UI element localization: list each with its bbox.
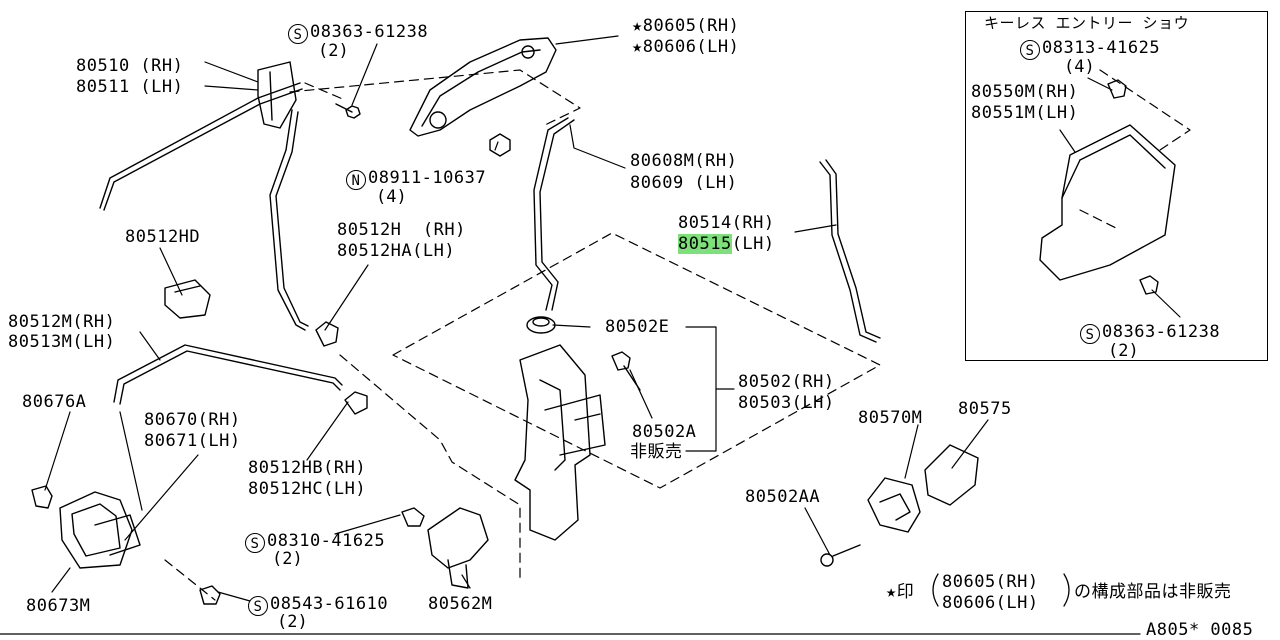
- screw-08543: [199, 585, 221, 605]
- label-80673m: 80673M: [26, 596, 91, 616]
- label-80562m: 80562M: [428, 594, 493, 614]
- star-icon: ★: [632, 37, 643, 57]
- inside-handle: [409, 37, 557, 157]
- rod-80608m: [533, 117, 575, 311]
- label-80513m: 80513M(LH): [8, 332, 116, 352]
- label-08310-qty: (2): [272, 549, 303, 569]
- label-80608m: 80608M(RH): [630, 151, 738, 171]
- label-08363-top-num: 08363-61238: [310, 22, 429, 42]
- label-80512hc: 80512HC(LH): [248, 479, 367, 499]
- label-80605: ★80605(RH): [632, 16, 739, 36]
- s-circle-icon: S: [248, 596, 268, 616]
- rod-80510: [99, 61, 303, 211]
- label-80676a: 80676A: [22, 392, 87, 412]
- label-80671: 80671(LH): [144, 431, 241, 451]
- n-circle-icon: N: [346, 170, 366, 190]
- label-08363-inset-num: 08363-61238: [1102, 322, 1221, 342]
- highlighted-part-80515[interactable]: 80515: [678, 234, 732, 254]
- label-80550m: 80550M(RH): [971, 82, 1079, 102]
- label-80512hd: 80512HD: [125, 227, 201, 247]
- label-80510: 80510 (RH): [76, 56, 184, 76]
- s-circle-icon: S: [288, 24, 308, 44]
- label-80512hb: 80512HB(RH): [248, 458, 367, 478]
- inset-title: キーレス エントリー ショウ: [984, 14, 1190, 32]
- s-circle-icon: S: [245, 533, 265, 553]
- assembly-dashed-outline: [164, 69, 1191, 601]
- label-80606-num: 80606(LH): [642, 37, 740, 57]
- label-80502a: 80502A: [632, 422, 697, 442]
- clip-80512hb: [344, 391, 368, 415]
- label-80515: 80515(LH): [678, 234, 775, 254]
- label-80575: 80575: [958, 399, 1012, 419]
- clip-80512hd: [164, 279, 211, 319]
- label-80502aa: 80502AA: [745, 487, 821, 507]
- note-part-a: 80605(RH): [942, 572, 1039, 592]
- rod-80514: [819, 159, 881, 343]
- rod-80512h: [269, 109, 309, 331]
- label-80606: ★80606(LH): [632, 37, 739, 57]
- label-80512h: 80512H (RH): [337, 220, 466, 240]
- label-80512ha: 80512HA(LH): [337, 241, 456, 261]
- outside-handle: [59, 491, 141, 569]
- clip-80512h: [315, 321, 339, 347]
- label-hihanbai: 非販売: [630, 442, 683, 462]
- label-80551m: 80551M(LH): [971, 103, 1079, 123]
- label-80670: 80670(RH): [144, 410, 241, 430]
- screw-80502aa: [820, 544, 861, 567]
- label-80502: 80502(RH): [738, 372, 835, 392]
- keyless-unit: [1039, 79, 1176, 295]
- label-08543-num: 08543-61610: [270, 594, 389, 614]
- label-80502e: 80502E: [605, 317, 670, 337]
- label-08310-num: 08310-41625: [267, 531, 386, 551]
- rod-80512m: [113, 344, 343, 405]
- label-80605-num: 80605(RH): [642, 16, 740, 36]
- actuator-80562m: [401, 507, 489, 589]
- label-08363-top-qty: (2): [318, 41, 349, 61]
- note-brackets: [932, 573, 1070, 607]
- s-circle-icon: S: [1080, 324, 1100, 344]
- label-80503: 80503(LH): [738, 393, 835, 413]
- shim-80575: [924, 444, 979, 506]
- note-part-b: 80606(LH): [942, 593, 1039, 613]
- leader-lines: [44, 35, 1181, 602]
- label-08543-qty: (2): [277, 612, 308, 632]
- label-08363-inset-qty: (2): [1108, 341, 1139, 361]
- label-80514: 80514(RH): [678, 213, 775, 233]
- keyless-entry-inset: [965, 11, 1268, 361]
- label-80511: 80511 (LH): [76, 77, 184, 97]
- label-80512m: 80512M(RH): [8, 312, 116, 332]
- screw-80502a: [611, 351, 641, 391]
- label-80609: 80609 (LH): [630, 173, 738, 193]
- star-icon: ★: [632, 16, 643, 36]
- striker-80570m: [867, 477, 921, 533]
- note-star-mark: ★印: [886, 582, 915, 602]
- clip-80676a: [31, 485, 53, 509]
- label-80515-side: (LH): [731, 234, 775, 254]
- grommet-80502e: [526, 316, 556, 334]
- door-lock-80502: [514, 344, 606, 541]
- label-08313-num: 08313-41625: [1042, 38, 1161, 58]
- label-80570m: 80570M: [858, 408, 923, 428]
- label-08911-qty: (4): [376, 187, 407, 207]
- label-08911-num: 08911-10637: [368, 168, 487, 188]
- screw-top: [335, 103, 361, 119]
- label-08313-qty: (4): [1064, 57, 1095, 77]
- drawing-code: A805* 0085: [1146, 620, 1254, 640]
- s-circle-icon: S: [1020, 40, 1040, 60]
- note-suffix: の構成部品は非販売: [1074, 582, 1232, 602]
